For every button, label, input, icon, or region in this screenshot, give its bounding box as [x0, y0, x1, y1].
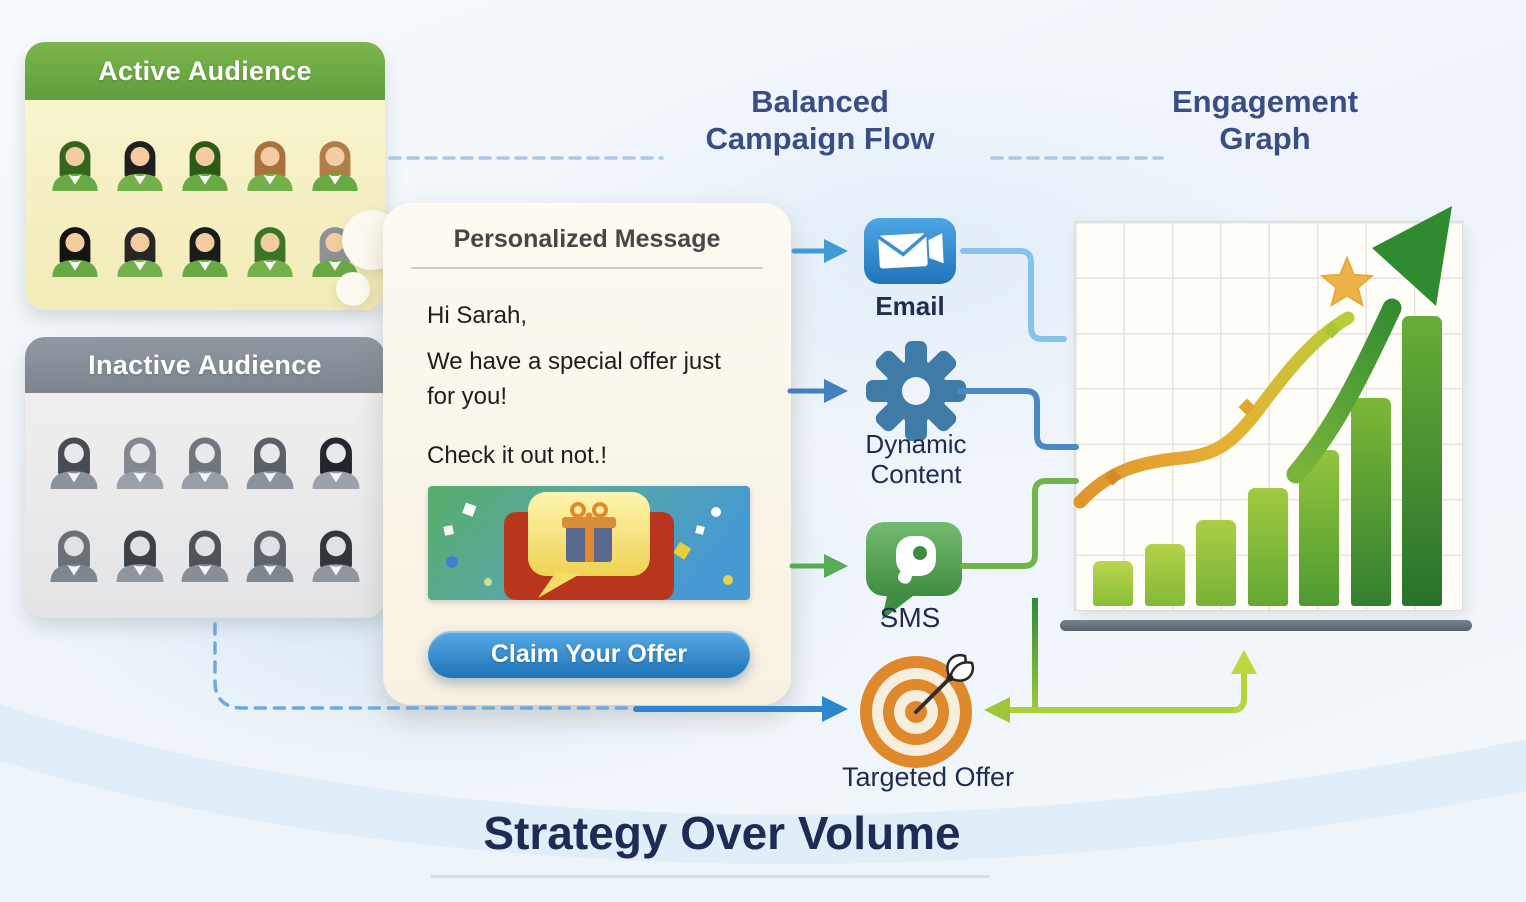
email-channel — [864, 218, 956, 284]
chart-bar — [1299, 450, 1339, 606]
card-title: Personalized Message — [453, 225, 721, 253]
inactive-avatar-row — [39, 429, 371, 489]
person-avatar — [240, 429, 300, 489]
greeting-text: Hi Sarah, — [427, 302, 528, 329]
chart-bar — [1247, 488, 1288, 606]
envelope-icon — [864, 218, 956, 284]
engagement-chart — [1074, 221, 1463, 611]
person-avatar — [46, 133, 104, 191]
dynamic-content-label: Dynamic Content — [865, 429, 967, 489]
active-audience-panel: Active Audience — [25, 42, 385, 310]
person-avatar — [306, 429, 366, 489]
chart-bar — [1196, 520, 1236, 606]
chat-bubble-icon — [866, 522, 962, 620]
claim-offer-button[interactable]: Claim Your Offer — [428, 631, 750, 678]
sms-channel — [864, 520, 964, 624]
targeted-offer-label: Targeted Offer — [841, 762, 1015, 792]
person-avatar — [110, 522, 170, 582]
active-avatar-row — [39, 219, 371, 277]
targeted-offer-node — [854, 650, 978, 774]
person-avatar — [176, 219, 234, 277]
divider — [430, 875, 990, 878]
person-avatar — [306, 522, 366, 582]
person-avatar — [176, 133, 234, 191]
offer-text: We have a special offer just for you! — [427, 348, 721, 410]
email-label: Email — [875, 291, 945, 321]
person-avatar — [46, 219, 104, 277]
personalized-message-card: Personalized Message Hi Sarah, We have a… — [383, 203, 791, 705]
dynamic-content-channel — [862, 337, 970, 445]
inactive-audience-panel: Inactive Audience — [25, 337, 385, 618]
person-avatar — [111, 219, 169, 277]
person-avatar — [44, 429, 104, 489]
sms-label: SMS — [879, 602, 941, 633]
active-avatar-row — [39, 133, 371, 191]
chart-bar — [1350, 398, 1391, 606]
active-audience-header: Active Audience — [25, 42, 385, 100]
inactive-avatar-row — [39, 522, 371, 582]
gift-banner-image — [428, 486, 750, 600]
person-avatar — [241, 219, 299, 277]
chart-bar — [1093, 561, 1133, 606]
person-avatar — [241, 133, 299, 191]
chart-baseline — [1060, 620, 1472, 631]
inactive-audience-header: Inactive Audience — [25, 337, 385, 393]
person-avatar — [240, 522, 300, 582]
person-avatar — [44, 522, 104, 582]
cta-text: Check it out not.! — [427, 442, 608, 469]
person-avatar — [306, 133, 364, 191]
card-tail-bubble — [336, 272, 370, 306]
person-avatar — [175, 429, 235, 489]
divider — [411, 267, 763, 269]
bullseye-dart-icon — [860, 653, 975, 768]
person-avatar — [175, 522, 235, 582]
person-avatar — [110, 429, 170, 489]
gear-icon — [866, 341, 966, 441]
chart-bar — [1144, 544, 1185, 606]
page-title: Strategy Over Volume — [483, 807, 961, 859]
person-avatar — [111, 133, 169, 191]
chart-bar — [1402, 316, 1442, 606]
